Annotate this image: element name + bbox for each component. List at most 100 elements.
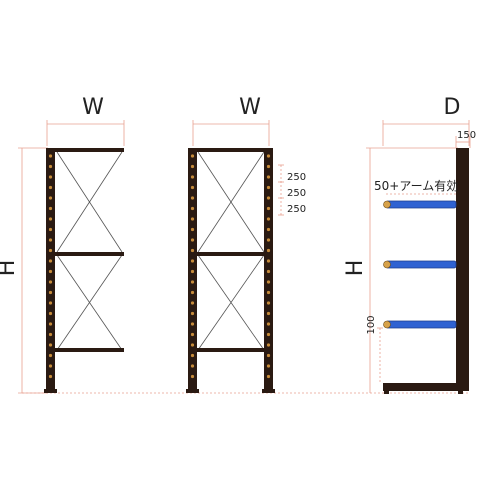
bottom-height-label: 100 bbox=[366, 315, 377, 334]
arm-cap-3 bbox=[383, 320, 391, 329]
width-dimension-middle bbox=[192, 120, 270, 146]
bolt-hole bbox=[48, 343, 53, 347]
foot-mid-b bbox=[262, 389, 275, 393]
bolt-hole bbox=[266, 311, 271, 316]
beam-mid-bottom bbox=[196, 348, 266, 352]
bolt-hole bbox=[48, 259, 53, 263]
bolt-hole bbox=[266, 227, 271, 232]
bolt-hole bbox=[266, 175, 271, 179]
bolt-hole bbox=[190, 332, 195, 337]
bolt-hole bbox=[266, 206, 271, 211]
bolt-hole bbox=[48, 322, 53, 326]
brace-left-upper-b bbox=[56, 151, 123, 253]
bolt-hole bbox=[190, 374, 195, 379]
bolt-hole bbox=[190, 185, 195, 190]
bolt-hole bbox=[266, 280, 271, 284]
bolt-hole bbox=[48, 248, 53, 253]
side-base bbox=[383, 383, 469, 391]
height-dimension-left bbox=[18, 147, 48, 394]
bolt-hole bbox=[190, 175, 195, 179]
bolt-hole bbox=[190, 290, 195, 295]
bolt-hole bbox=[190, 259, 195, 263]
bolt-hole bbox=[190, 280, 195, 284]
beam-left-middle bbox=[54, 252, 124, 256]
rack-left bbox=[44, 148, 124, 393]
bolt-hole bbox=[190, 227, 195, 232]
bolt-hole bbox=[266, 269, 271, 274]
bolt-hole bbox=[266, 248, 271, 253]
bolt-hole bbox=[48, 301, 53, 305]
pitch-label-1: 250 bbox=[287, 172, 306, 183]
bolt-hole bbox=[48, 353, 53, 358]
bolt-hole bbox=[190, 154, 195, 158]
bolt-hole bbox=[48, 311, 53, 316]
cantilever-arm-3 bbox=[385, 320, 457, 329]
bolt-hole bbox=[266, 185, 271, 190]
bolt-hole bbox=[48, 238, 53, 242]
rack-middle bbox=[186, 148, 275, 393]
bolt-hole bbox=[266, 154, 271, 158]
bolt-hole bbox=[190, 343, 195, 347]
bolt-hole bbox=[190, 353, 195, 358]
bolt-hole bbox=[190, 364, 195, 368]
bolt-hole bbox=[48, 269, 53, 274]
bolt-hole bbox=[48, 164, 53, 169]
side-column bbox=[456, 148, 469, 384]
beam-mid-middle bbox=[196, 252, 266, 256]
bolt-holes-mid-a bbox=[190, 154, 195, 379]
beam-mid-top bbox=[196, 148, 266, 152]
bolt-hole bbox=[266, 332, 271, 337]
bolt-hole bbox=[48, 374, 53, 379]
bolt-hole bbox=[266, 238, 271, 242]
arm-cap-1 bbox=[383, 200, 391, 209]
bolt-hole bbox=[48, 196, 53, 200]
bolt-hole bbox=[266, 164, 271, 169]
rack-side-view bbox=[366, 136, 471, 394]
bolt-hole bbox=[266, 353, 271, 358]
bolt-hole bbox=[266, 259, 271, 263]
pitch-dimension bbox=[278, 164, 284, 216]
bolt-hole bbox=[48, 332, 53, 337]
bolt-hole bbox=[190, 269, 195, 274]
width-dimension-left bbox=[46, 120, 125, 146]
foot-mid-a bbox=[186, 389, 199, 393]
bolt-hole bbox=[190, 217, 195, 221]
bolt-hole bbox=[190, 206, 195, 211]
foot-left-a bbox=[44, 389, 57, 393]
bolt-hole bbox=[190, 164, 195, 169]
side-foot-front bbox=[384, 390, 389, 394]
height-label-right: H bbox=[343, 260, 368, 277]
pitch-label-2: 250 bbox=[287, 188, 306, 199]
bolt-hole bbox=[266, 196, 271, 200]
height-label-left: H bbox=[0, 260, 20, 277]
bolt-hole bbox=[266, 301, 271, 305]
bolt-hole bbox=[48, 185, 53, 190]
beam-left-bottom bbox=[54, 348, 124, 352]
bolt-hole bbox=[266, 322, 271, 326]
bolt-hole bbox=[190, 196, 195, 200]
bolt-holes-left-a bbox=[48, 154, 53, 379]
cantilever-arm-2 bbox=[385, 260, 457, 269]
brace-mid-upper-b bbox=[197, 151, 265, 253]
arm-effective-label: 50+アーム有効 bbox=[374, 178, 458, 193]
bolt-hole bbox=[48, 206, 53, 211]
brace-mid-lower-b bbox=[197, 254, 265, 351]
bolt-hole bbox=[48, 364, 53, 368]
beam-left-top bbox=[54, 148, 124, 152]
bolt-hole bbox=[266, 364, 271, 368]
width-label-middle: W bbox=[239, 95, 261, 120]
brace-left-lower-b bbox=[56, 254, 123, 351]
bolt-hole bbox=[266, 374, 271, 379]
bolt-hole bbox=[48, 280, 53, 284]
top-depth-label: 150 bbox=[457, 130, 476, 141]
bolt-hole bbox=[190, 322, 195, 326]
depth-label: D bbox=[444, 95, 461, 120]
cantilever-arm-1 bbox=[385, 200, 457, 209]
bolt-hole bbox=[190, 301, 195, 305]
bolt-hole bbox=[266, 217, 271, 221]
bolt-hole bbox=[190, 238, 195, 242]
bolt-hole bbox=[48, 217, 53, 221]
arm-cap-2 bbox=[383, 260, 391, 269]
